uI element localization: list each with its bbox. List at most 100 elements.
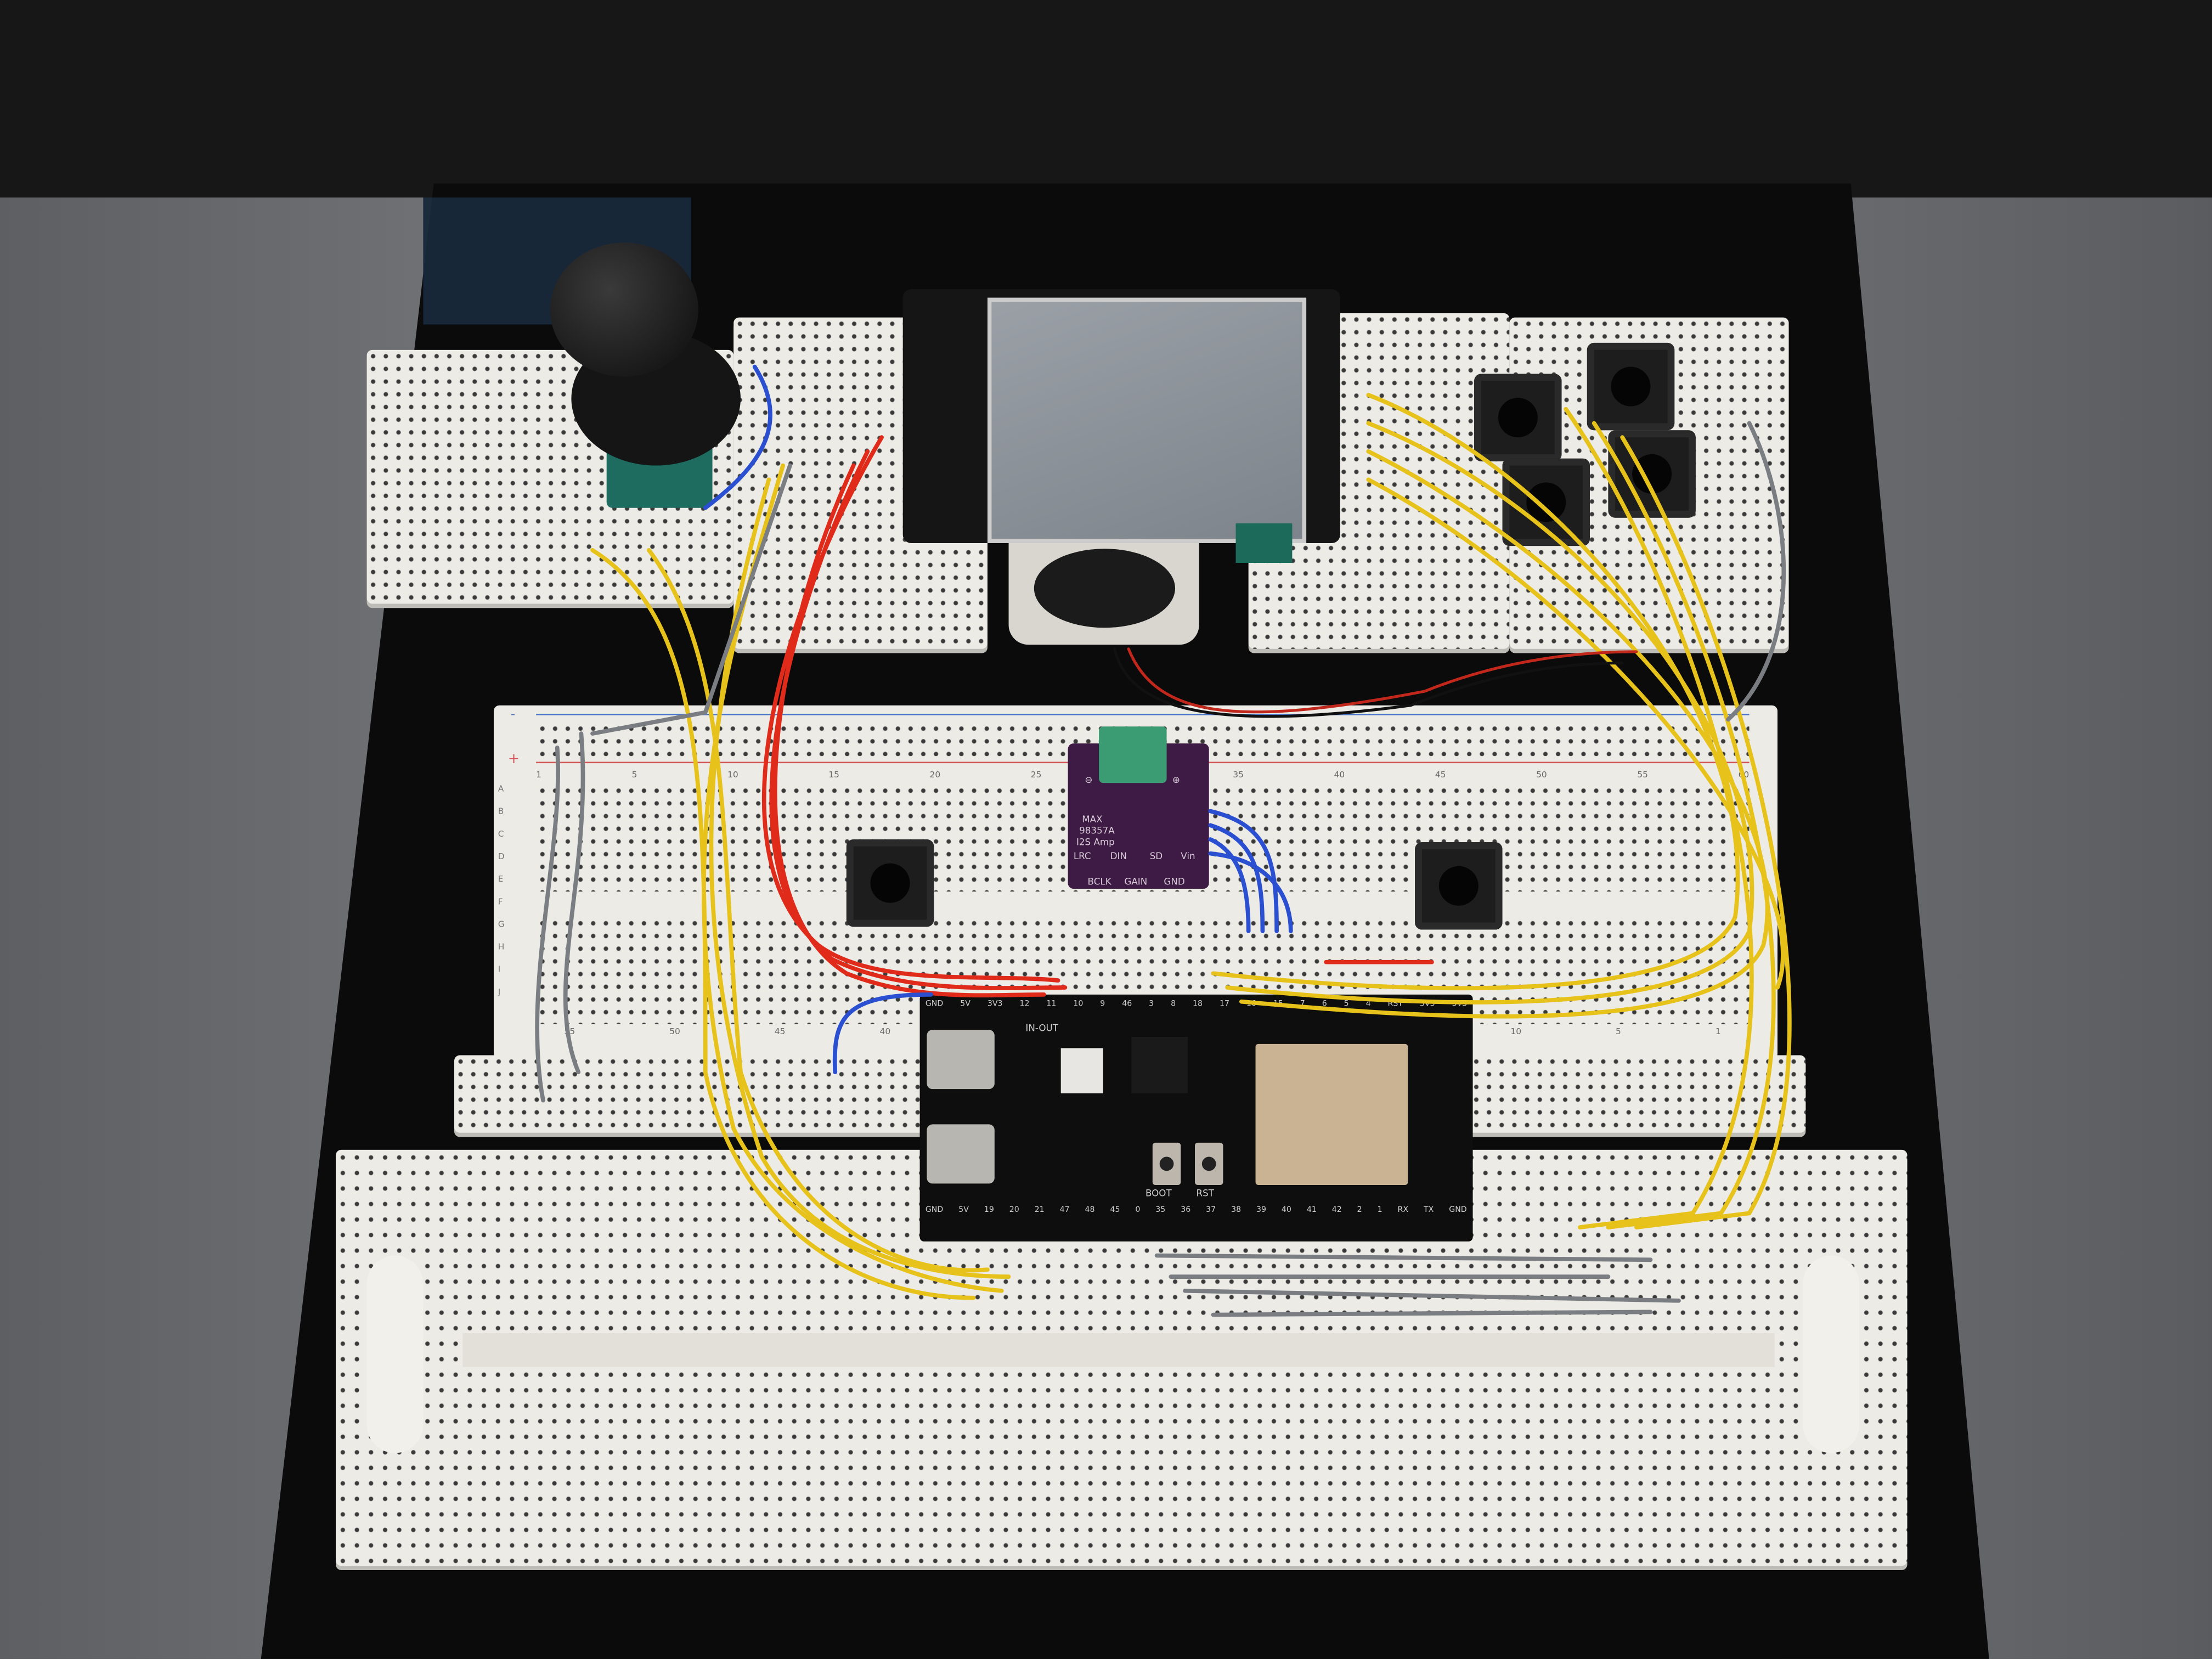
col-num: 5 xyxy=(1616,1026,1621,1037)
wire-grey xyxy=(590,463,792,736)
row-letter: J xyxy=(498,987,501,997)
blue-wires xyxy=(703,364,1293,1075)
mount-slot-left xyxy=(366,1255,424,1453)
wire-blue xyxy=(1208,851,1293,933)
usb-c-port-2[interactable] xyxy=(927,1124,995,1184)
pin-label: 6 xyxy=(1322,1000,1327,1009)
red-wires xyxy=(762,435,1434,998)
col-num: 50 xyxy=(1536,770,1547,780)
row-letter: E xyxy=(498,874,504,885)
wire-yellow xyxy=(1225,421,1754,1005)
pin-label: 3 xyxy=(1149,1000,1154,1009)
amp-label-line1: MAX xyxy=(1082,814,1103,826)
rail-plus-sign: + xyxy=(507,752,520,768)
terminal-minus-label: ⊖ xyxy=(1085,774,1093,786)
row-letter: H xyxy=(498,942,505,952)
col-num: 40 xyxy=(879,1026,891,1037)
reset-button[interactable] xyxy=(1194,1142,1223,1185)
button-x[interactable] xyxy=(1587,342,1675,431)
pin-label: GND xyxy=(925,1206,944,1215)
pin-label: 11 xyxy=(1046,1000,1057,1009)
terminal-plus-label: ⊕ xyxy=(1172,774,1180,786)
rgb-led xyxy=(1060,1048,1103,1093)
button-right[interactable] xyxy=(1415,842,1503,930)
col-num: 55 xyxy=(1637,770,1648,780)
wire-yellow xyxy=(1564,407,1754,1229)
pin-label: 3V3 xyxy=(987,1000,1003,1009)
pin-label: 5V xyxy=(960,1000,970,1009)
pin-label: DIN xyxy=(1110,850,1127,862)
pin-label: 2 xyxy=(1357,1206,1362,1215)
pin-label: 39 xyxy=(1256,1206,1266,1215)
boot-label: BOOT xyxy=(1145,1188,1172,1199)
button-left[interactable] xyxy=(846,839,934,927)
col-num: 1 xyxy=(1715,1026,1721,1037)
tft-display-module xyxy=(902,289,1340,563)
wire-yellow xyxy=(1211,393,1740,991)
screw-terminal xyxy=(1099,726,1167,783)
wire-blue xyxy=(1208,809,1279,933)
pin-label: 48 xyxy=(1085,1206,1095,1215)
row-letters: A B C D E F G H I J xyxy=(498,785,512,997)
col-num: 5 xyxy=(631,770,637,780)
rail-minus-line xyxy=(536,714,1750,715)
pin-label: GND xyxy=(1164,876,1185,888)
pin-label: RX xyxy=(1397,1206,1409,1215)
pin-label: 46 xyxy=(1122,1000,1132,1009)
wire-yellow xyxy=(709,477,1011,1279)
pin-label: 10 xyxy=(1073,1000,1084,1009)
wire-red-speaker xyxy=(1127,647,1638,714)
row-letter: B xyxy=(498,806,504,817)
wire-grey xyxy=(1154,1253,1653,1262)
amp-label-line3: I2S Amp xyxy=(1076,836,1115,848)
speaker xyxy=(1008,543,1199,645)
wire-blue xyxy=(1208,823,1265,933)
col-num: 20 xyxy=(929,770,941,780)
wire-grey xyxy=(563,731,585,1075)
wire-yellow xyxy=(702,463,1004,1293)
wire-grey xyxy=(1183,1288,1681,1303)
rst-label: RST xyxy=(1196,1188,1215,1199)
pin-label: GND xyxy=(925,1000,944,1009)
mount-slot-right xyxy=(1803,1255,1860,1453)
wire-yellow xyxy=(590,548,976,1300)
center-channel xyxy=(462,1333,1775,1367)
wire-red xyxy=(762,435,1060,983)
pin-label: 36 xyxy=(1181,1206,1191,1215)
col-num: 10 xyxy=(1510,1026,1522,1037)
wire-yellow xyxy=(1239,449,1770,1019)
pin-label: SD xyxy=(1149,850,1163,862)
pin-label: 40 xyxy=(1281,1206,1291,1215)
row-letter: C xyxy=(498,829,504,839)
wire-red xyxy=(769,449,1068,990)
rail-minus-sign: - xyxy=(510,708,516,723)
col-num: 10 xyxy=(727,770,738,780)
boot-button[interactable] xyxy=(1152,1142,1181,1185)
usb-label: IN-OUT xyxy=(1025,1023,1058,1034)
pin-label: 45 xyxy=(1110,1206,1120,1215)
joystick-cap[interactable] xyxy=(550,242,698,377)
lcd-screen xyxy=(987,297,1307,543)
speaker-wires xyxy=(1113,647,1624,718)
wire-grey xyxy=(535,745,561,1103)
col-num: 40 xyxy=(1334,770,1345,780)
button-y[interactable] xyxy=(1474,374,1562,461)
col-num: 35 xyxy=(1233,770,1244,780)
col-num: 50 xyxy=(669,1026,680,1037)
wire-blue xyxy=(1208,837,1251,933)
pin-label: 5 xyxy=(1344,1000,1349,1009)
col-num: 45 xyxy=(1435,770,1446,780)
yellow-wires xyxy=(590,393,1792,1300)
col-num: 45 xyxy=(774,1026,786,1037)
pin-label: 9 xyxy=(1100,1000,1105,1009)
flex-cable xyxy=(1235,523,1293,563)
pin-label: 20 xyxy=(1009,1206,1019,1215)
col-num: 25 xyxy=(1030,770,1042,780)
row-letter: D xyxy=(498,852,505,862)
max98357a-amp-board: ⊖ ⊕ MAX 98357A I2S Amp LRC DIN SD Vin BC… xyxy=(1068,726,1209,889)
usb-c-port-1[interactable] xyxy=(927,1030,995,1090)
